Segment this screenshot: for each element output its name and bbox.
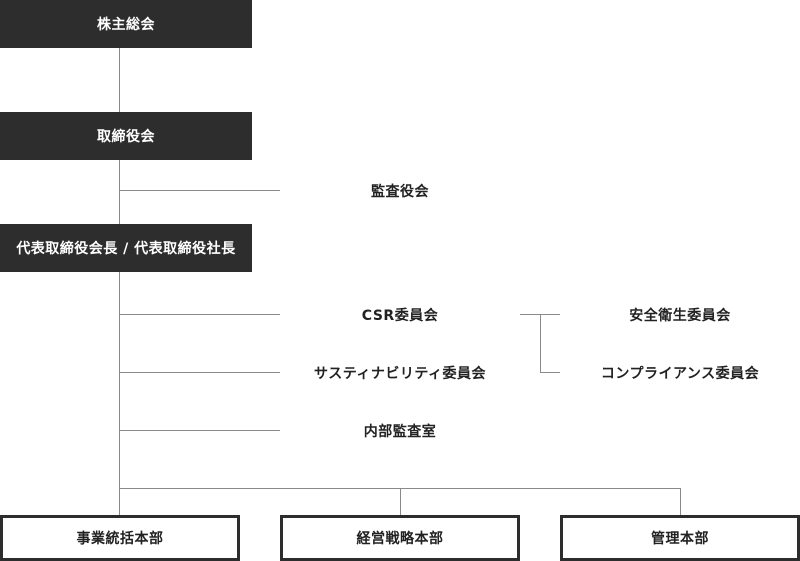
shareholders-label: 株主総会 <box>97 17 155 33</box>
connector-csr <box>119 314 280 315</box>
connector-subcommittee-vertical <box>540 314 541 373</box>
committee-csr-node: CSR委員会 <box>280 304 520 326</box>
subcommittee-compliance-label: コンプライアンス委員会 <box>600 366 760 382</box>
internal-audit-label: 内部監査室 <box>363 424 437 440</box>
division-admin-box: 管理本部 <box>560 515 800 561</box>
division-strategy-label: 経営戦略本部 <box>356 531 444 547</box>
committee-csr-label: CSR委員会 <box>361 308 439 324</box>
president-label: 代表取締役会長 / 代表取締役社長 <box>16 241 236 257</box>
connector-auditors <box>119 190 280 191</box>
subcommittee-safety-label: 安全衛生委員会 <box>629 308 731 324</box>
president-box: 代表取締役会長 / 代表取締役社長 <box>0 224 252 272</box>
committee-sustainability-label: サスティナビリティ委員会 <box>313 366 487 382</box>
internal-audit-node: 内部監査室 <box>280 420 520 442</box>
subcommittee-compliance-node: コンプライアンス委員会 <box>560 362 800 384</box>
auditors-node: 監査役会 <box>280 180 520 202</box>
board-label: 取締役会 <box>97 129 155 145</box>
connector-division-right <box>680 488 681 515</box>
committee-sustainability-node: サスティナビリティ委員会 <box>280 362 520 384</box>
auditors-label: 監査役会 <box>371 184 429 200</box>
division-admin-label: 管理本部 <box>651 531 709 547</box>
shareholders-box: 株主総会 <box>0 0 252 48</box>
division-business-box: 事業統括本部 <box>0 515 240 561</box>
board-box: 取締役会 <box>0 112 252 160</box>
connector-division-left <box>119 488 120 515</box>
connector-division-middle <box>400 488 401 515</box>
division-business-label: 事業統括本部 <box>76 531 164 547</box>
connector-compliance <box>540 372 560 373</box>
subcommittee-safety-node: 安全衛生委員会 <box>560 304 800 326</box>
connector-sustainability <box>119 372 280 373</box>
division-strategy-box: 経営戦略本部 <box>280 515 520 561</box>
connector-internal-audit <box>119 430 280 431</box>
